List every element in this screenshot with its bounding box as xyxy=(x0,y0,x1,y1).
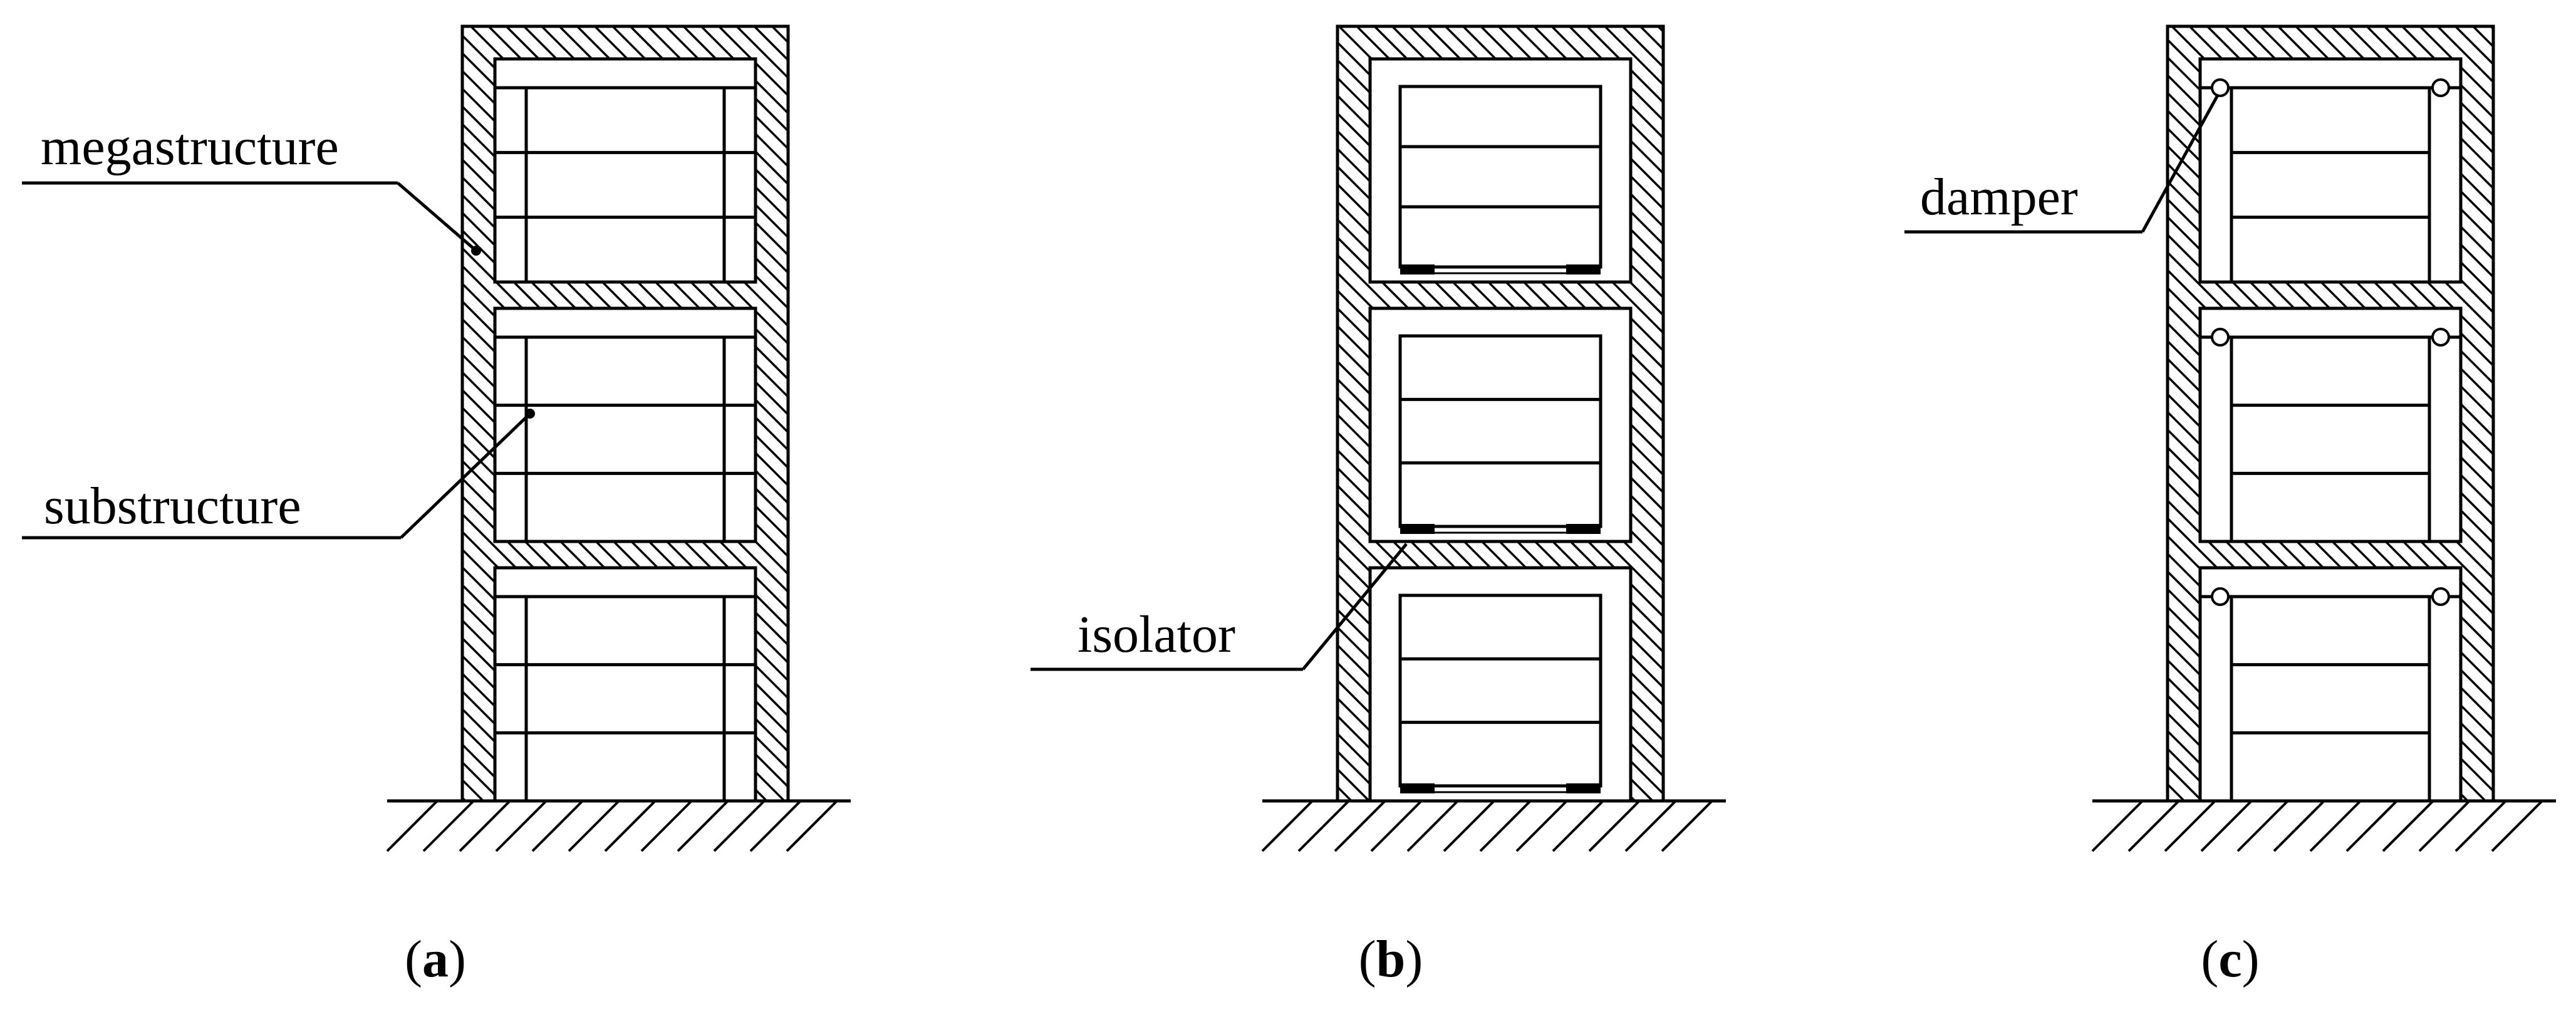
ground-hatch xyxy=(2273,800,2325,852)
ground-hatch xyxy=(2491,800,2543,852)
substructure-box xyxy=(1398,334,1602,528)
damper-label: damper xyxy=(1920,168,2078,226)
ground-hatch xyxy=(386,800,439,852)
substructure-label: substructure xyxy=(44,477,301,535)
ground-hatch xyxy=(1515,800,1568,852)
damper-hinge xyxy=(2211,328,2230,347)
ground-hatch xyxy=(1588,800,1641,852)
ground-hatch xyxy=(677,800,729,852)
ground-hatch xyxy=(495,800,548,852)
substructure-callout: substructure xyxy=(22,409,535,540)
isolator-bearing xyxy=(1566,264,1601,274)
ground-hatch xyxy=(786,800,838,852)
ground-hatch xyxy=(1406,800,1459,852)
ground-hatch xyxy=(1661,800,1713,852)
damper-hinge xyxy=(2211,78,2230,97)
megastructure-leader-dot xyxy=(471,246,481,256)
isolator-bearing xyxy=(1400,524,1435,534)
ground-hatch xyxy=(2454,800,2507,852)
ground-hatch xyxy=(1297,800,1350,852)
megastructure-label: megastructure xyxy=(41,118,339,176)
isolator-leader xyxy=(1302,543,1408,671)
ground-hatch xyxy=(568,800,620,852)
ground-hatch xyxy=(2164,800,2216,852)
isolator-bearing xyxy=(1400,264,1435,274)
damper-hinge xyxy=(2211,587,2230,606)
ground-hatch xyxy=(2236,800,2289,852)
ground-hatch xyxy=(604,800,657,852)
mega-story-opening-2 xyxy=(493,306,757,543)
caption-b: (b) xyxy=(1359,930,1423,988)
ground-hatch xyxy=(749,800,802,852)
panel-b-isolated-substructure xyxy=(1261,24,1726,852)
ground-hatch xyxy=(713,800,766,852)
megastructure-leader xyxy=(397,182,477,252)
ground-hatch xyxy=(640,800,693,852)
panel-c-damped-substructure xyxy=(2091,24,2556,852)
ground-hatch xyxy=(2091,800,2144,852)
panel-a-megastructure-frame xyxy=(386,24,851,852)
ground-hatch xyxy=(1479,800,1532,852)
substructure-leader-dot xyxy=(525,409,535,419)
ground-hatch xyxy=(531,800,584,852)
isolator-bearing xyxy=(1400,783,1435,793)
mega-story-opening-1 xyxy=(2198,57,2463,284)
substructure-box xyxy=(1398,593,1602,788)
damper-hinge xyxy=(2431,587,2450,606)
mega-story-opening-1 xyxy=(493,57,757,284)
isolator-label: isolator xyxy=(1078,605,1235,664)
caption-c: (c) xyxy=(2201,930,2259,988)
mega-story-opening-2 xyxy=(2198,306,2463,543)
ground-hatch xyxy=(2127,800,2180,852)
ground-hatch xyxy=(1334,800,1386,852)
damper-callout: damper xyxy=(1904,94,2220,234)
caption-a: (a) xyxy=(405,930,466,988)
ground-hatch xyxy=(422,800,475,852)
ground-hatch xyxy=(1370,800,1423,852)
ground-hatch xyxy=(2309,800,2362,852)
ground-hatch xyxy=(1443,800,1495,852)
mega-story-opening-3 xyxy=(493,566,757,803)
substructure-box xyxy=(1398,85,1602,269)
ground-hatch xyxy=(2382,800,2434,852)
ground-hatch xyxy=(1552,800,1604,852)
ground-hatch xyxy=(2418,800,2471,852)
substructure-leader xyxy=(400,412,531,539)
ground-hatch xyxy=(1261,800,1314,852)
ground-hatch xyxy=(1624,800,1677,852)
damper-leader xyxy=(2141,94,2220,233)
isolator-bearing xyxy=(1566,524,1601,534)
ground-hatch xyxy=(459,800,511,852)
mega-story-opening-3 xyxy=(2198,566,2463,803)
ground-hatch xyxy=(2200,800,2253,852)
ground-hatch xyxy=(2345,800,2398,852)
isolator-callout: isolator xyxy=(1031,543,1408,671)
megastructure-callout: megastructure xyxy=(22,118,481,256)
damper-hinge xyxy=(2431,328,2450,347)
damper-hinge xyxy=(2431,78,2450,97)
isolator-bearing xyxy=(1566,783,1601,793)
